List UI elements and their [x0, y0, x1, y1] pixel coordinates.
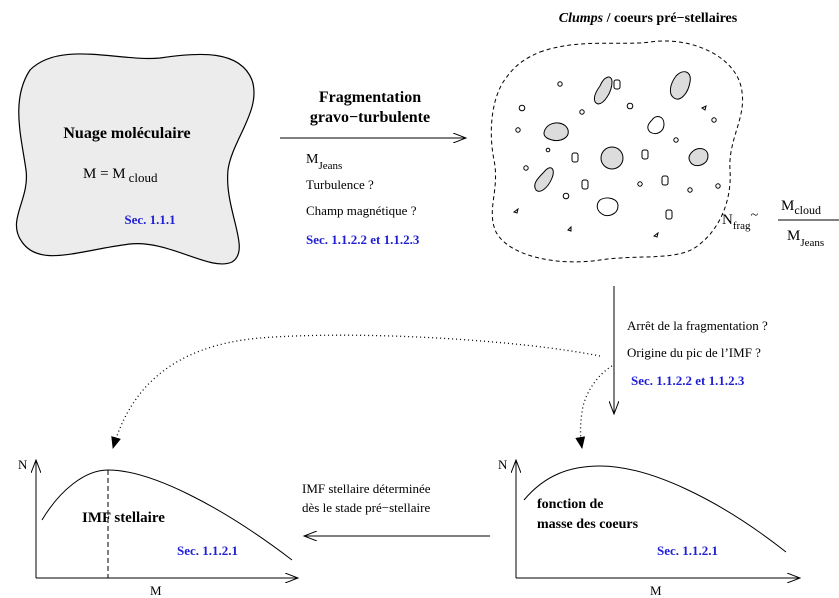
cloud-ref: Sec. 1.1.1	[124, 212, 175, 227]
cmf-plot	[516, 460, 800, 578]
clump	[701, 105, 707, 111]
fragmentation-title-line1: Fragmentation	[319, 89, 421, 106]
clump	[571, 152, 579, 163]
imf-curve	[41, 469, 293, 561]
cmf-label-line2: masse des coeurs	[537, 517, 639, 532]
clump	[557, 81, 563, 87]
clump	[579, 109, 585, 115]
factor-magnetic-field: Champ magnétique ?	[306, 203, 417, 218]
factor-turbulence: Turbulence ?	[306, 177, 374, 192]
clump	[567, 225, 572, 232]
cmf-ref: Sec. 1.1.2.1	[657, 543, 718, 558]
clump	[593, 76, 613, 105]
imf-label: IMF stellaire	[82, 510, 165, 526]
clump	[647, 116, 665, 135]
cmf-x-label: M	[650, 583, 662, 598]
clump	[665, 209, 673, 220]
clump	[613, 79, 621, 90]
imf-plot	[36, 460, 298, 578]
cmf-y-label: N	[498, 457, 508, 472]
clump	[543, 122, 569, 141]
ratio-denominator: MJeans	[787, 228, 824, 249]
imf-ref: Sec. 1.1.2.1	[177, 543, 238, 558]
clump	[562, 192, 570, 200]
nfrag-symbol: Nfrag~	[722, 208, 759, 232]
clump	[637, 181, 643, 187]
clump	[688, 148, 709, 167]
clump	[626, 102, 634, 110]
clump	[669, 71, 691, 100]
question-fragmentation-stop: Arrêt de la fragmentation ?	[627, 318, 768, 333]
clump	[715, 183, 721, 189]
fragmentation-title-line2: gravo−turbulente	[310, 109, 430, 126]
clump	[600, 146, 624, 170]
imf-y-label: N	[18, 457, 28, 472]
ratio-numerator: Mcloud	[781, 198, 821, 217]
cmf-label-line1: fonction de	[537, 497, 604, 512]
clump	[518, 104, 526, 112]
question-imf-peak: Origine du pic de l’IMF ?	[627, 345, 761, 360]
clump	[711, 117, 717, 123]
clump	[515, 127, 521, 133]
fragment-clumps	[512, 71, 721, 238]
determination-line2: dès le stade pré−stellaire	[302, 500, 430, 515]
clump	[596, 197, 619, 217]
fragmentation-ref: Sec. 1.1.2.2 et 1.1.2.3	[306, 232, 420, 247]
clump	[545, 147, 551, 153]
questions-ref: Sec. 1.1.2.2 et 1.1.2.3	[631, 373, 745, 388]
clump	[673, 137, 679, 143]
clump	[652, 231, 659, 238]
clump	[661, 175, 669, 186]
dotted-arrow-to-cmf	[575, 365, 613, 449]
clump	[534, 167, 554, 192]
clump	[512, 207, 519, 214]
clumps-title: Clumps / coeurs pré−stellaires	[559, 11, 738, 26]
factor-jeans-mass: MJeans	[306, 152, 342, 172]
cmf-curve	[523, 465, 787, 553]
clumps-region-outline	[490, 40, 744, 263]
clump	[641, 149, 649, 160]
clump	[687, 187, 693, 193]
clump	[581, 179, 589, 190]
imf-x-label: M	[150, 583, 162, 598]
clump	[523, 165, 529, 171]
determination-line1: IMF stellaire déterminée	[302, 481, 431, 496]
cloud-title: Nuage moléculaire	[63, 125, 190, 142]
cloud-mass-subscript: cloud	[129, 170, 158, 185]
molecular-cloud-shape	[15, 53, 255, 265]
dotted-arrow-to-imf	[111, 334, 601, 449]
